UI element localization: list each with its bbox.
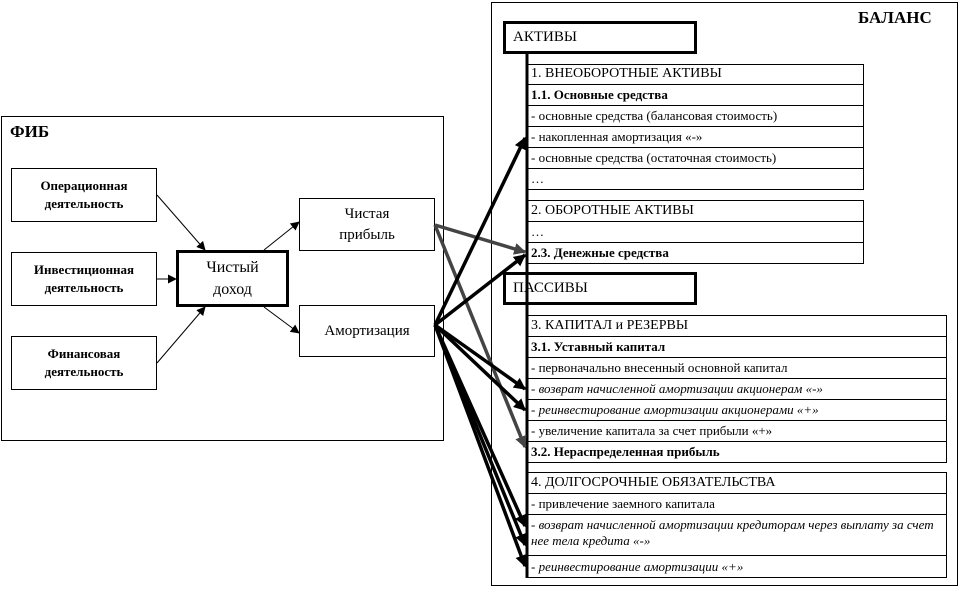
fib-title: ФИБ	[10, 122, 50, 141]
noncurrent-ellipsis-row: …	[527, 168, 864, 190]
arrow-profit-to-cash	[434, 223, 527, 255]
assets-header: АКТИВЫ	[503, 21, 697, 54]
amortization-box: Амортизация	[299, 305, 435, 357]
operating-activity-box: Операционная деятельность	[11, 168, 157, 222]
net-income-box: Чистый доход	[176, 250, 289, 307]
noncurrent-assets-title: 1. ВНЕОБОРОТНЫЕ АКТИВЫ	[527, 64, 864, 85]
borrowed-capital-row: - привлечение заемного капитала	[527, 493, 947, 515]
book-value-row: - основные средства (балансовая стоимост…	[527, 105, 864, 127]
arrow-amort-to-reinvest-longterm	[433, 324, 527, 568]
balance-title: БАЛАНС	[858, 8, 932, 27]
capital-increase-profit-row: - увеличение капитала за счет прибыли «+…	[527, 420, 947, 442]
arrow-financing-to-income	[156, 306, 206, 364]
charter-capital-row: 3.1. Уставный капитал	[527, 336, 947, 358]
arrow-amort-to-accumulated	[433, 136, 527, 326]
arrow-amort-to-cash	[433, 253, 527, 327]
residual-value-row: - основные средства (остаточная стоимост…	[527, 147, 864, 169]
liabilities-header: ПАССИВЫ	[503, 272, 697, 305]
arrow-amort-to-return-shareholders	[433, 323, 527, 391]
financing-activity-box: Финансовая деятельность	[11, 336, 157, 390]
arrow-income-to-profit	[263, 221, 300, 251]
return-to-creditors-row: - возврат начисленной амортизации кредит…	[527, 514, 947, 556]
investing-activity-box: Инвестиционная деятельность	[11, 252, 157, 306]
reinvestment-longterm-row: - реинвестирование амортизации «+»	[527, 555, 947, 578]
arrow-amort-to-reinvest-shareholders	[433, 323, 527, 412]
initial-capital-row: - первоначально внесенный основной капит…	[527, 357, 947, 379]
arrow-income-to-amortization	[263, 306, 300, 334]
cash-row: 2.3. Денежные средства	[527, 242, 864, 264]
fixed-assets-row: 1.1. Основные средства	[527, 84, 864, 106]
arrow-profit-to-capital-increase	[433, 224, 527, 449]
retained-earnings-row: 3.2. Нераспределенная прибыль	[527, 441, 947, 463]
accumulated-amortization-row: - накопленная амортизация «-»	[527, 126, 864, 148]
longterm-liabilities-title: 4. ДОЛГОСРОЧНЫЕ ОБЯЗАТЕЛЬСТВА	[527, 472, 947, 494]
arrow-operating-to-income	[156, 194, 206, 251]
